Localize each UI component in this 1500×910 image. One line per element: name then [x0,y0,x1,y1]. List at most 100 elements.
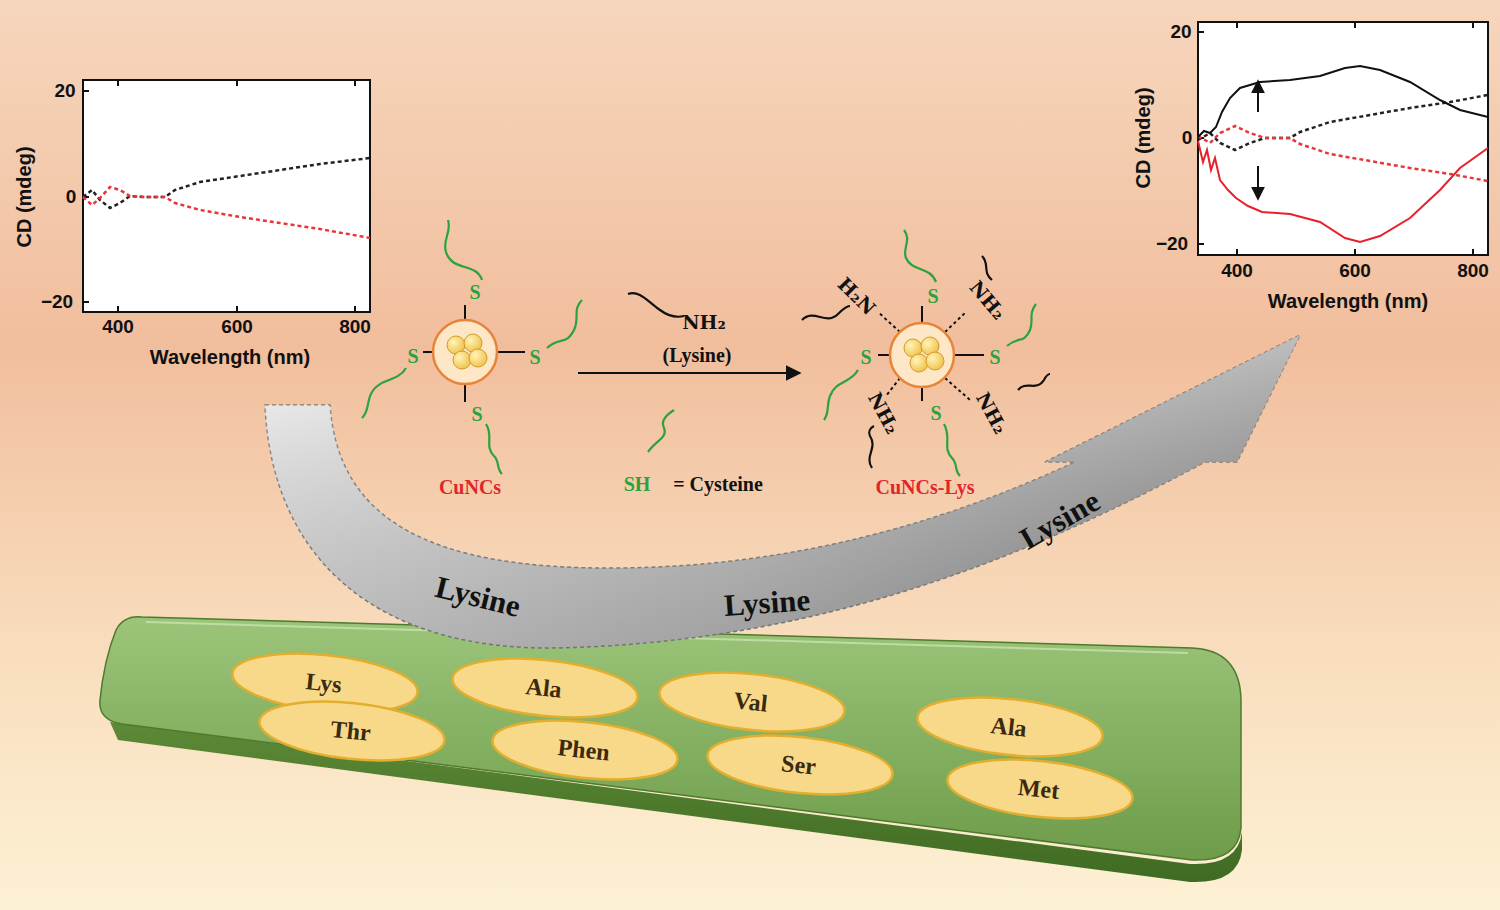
sulfur-label: S [529,346,540,369]
amino-acid-name: Val [732,687,768,717]
cd-chart-right [1198,66,1488,137]
amine-label: NH₂ [966,276,1011,324]
cd-chart-left [83,187,370,238]
axis-title: CD (mdeg) [1132,87,1155,188]
cu-nanocluster-lysine [1018,374,1050,390]
cu-nanocluster-lysine [1007,304,1036,346]
ellipse-outline [450,650,641,725]
cu-nanocluster-lysine [890,323,954,387]
sulfur-label: S [927,285,938,308]
ellipse-outline [705,727,896,802]
arrow-label: Lysine [1014,483,1107,557]
cu-nanocluster-lysine [910,354,928,372]
sulfur-label: S [860,346,871,369]
sulfur-label: S [471,403,482,426]
ellipse-outline [945,751,1136,826]
axis-tick: 20 [1170,21,1191,43]
cd-chart-right [1198,22,1473,255]
amino-acid-spot: Met [942,749,1137,829]
sulfur-label: S [407,345,418,368]
cd-chart-right [1198,126,1488,181]
cu-nanocluster-lysine [904,230,936,282]
cluster-name: CuNCs-Lys [876,476,975,499]
sensor-plate [100,617,1241,860]
axis-tick: −20 [1156,233,1188,255]
cu-nanocluster-lysine [944,424,960,476]
ligand-squiggles [628,293,684,317]
cu-nanocluster-lysine [878,306,984,401]
ellipse-outline [915,689,1106,764]
axis-tick: 600 [1339,260,1371,282]
cu-nanocluster-lysine [869,426,874,468]
cu-nanocluster-lysine [824,370,858,420]
amino-acid-name: Thr [329,715,372,746]
cu-nanocluster-left [486,424,502,474]
cd-chart-left [83,158,370,208]
ellipse-outline [257,693,448,768]
nanocluster-node: CuNCs-Lys [800,250,1050,505]
lysine-curved-arrow [265,335,1300,648]
cd-chart-right [1257,166,1259,198]
amine-label: NH₂ [972,389,1012,438]
cu-nanocluster-left [469,349,487,367]
cu-nanocluster-lysine [802,306,850,320]
sulfur-label: S [930,402,941,425]
axis-tick: 0 [66,186,77,208]
cd-chart-left [83,80,355,312]
amine-label: NH₂ [682,311,726,333]
axis-tick: 400 [102,316,134,338]
amino-acid-spot: Val [654,662,849,742]
cu-nanocluster-left [362,220,582,474]
reaction-arrow [578,372,800,374]
cd-chart-right [1257,82,1259,112]
axis-tick: 20 [54,80,75,102]
cu-nanocluster-lysine [878,312,970,400]
axis-tick: 800 [1457,260,1489,282]
cu-nanocluster-left [453,351,471,369]
amino-acid-spot: Ala [447,648,642,728]
arrow-label: Lysine [723,582,811,624]
cluster-name: CuNCs [439,476,501,499]
axis-tick: 0 [1182,127,1193,149]
cd-chart-left [83,80,370,312]
sensor-plate [100,617,1242,882]
cu-nanocluster-left [362,368,406,418]
cu-nanocluster-left [423,305,525,402]
axis-tick: 600 [221,316,253,338]
cd-chart-left [83,80,370,312]
amino-acid-spot: Ala [912,687,1107,767]
amine-label: H₂N [834,273,880,319]
ellipse-outline [657,664,848,739]
cu-nanocluster-lysine [802,230,1050,476]
cysteine-symbol: SH [624,473,651,496]
axis-tick: 800 [339,316,371,338]
amino-acid-spot: Ser [702,725,897,805]
axis-title: Wavelength (nm) [1268,290,1428,313]
amino-acid-name: Ala [989,712,1028,743]
amino-acid-name: Ser [780,750,817,780]
cu-nanocluster-lysine [926,352,944,370]
ellipse-outline [490,712,681,787]
cu-nanocluster-left [433,320,497,384]
cd-chart-right [1198,22,1488,255]
lysine-curved-arrow [265,335,1300,648]
amino-acid-name: Phen [556,734,611,766]
lysine-curved-arrow [265,335,1300,648]
arrow-label: Lysine [432,569,524,625]
cu-nanocluster-left [547,300,582,348]
amine-label: NH₂ [864,389,904,438]
ligand-squiggles [648,410,674,452]
amino-acid-name: Met [1017,773,1061,804]
amino-acid-name: Lys [304,668,343,699]
cu-nanocluster-left [445,220,482,280]
nanocluster-node: CuNCs [362,250,578,505]
amino-acid-spot: Thr [254,691,449,771]
amino-acid-name: Ala [524,673,563,704]
sulfur-label: S [989,346,1000,369]
reaction-label: (Lysine) [663,345,732,365]
cd-chart-right [1198,141,1488,242]
axis-title: Wavelength (nm) [150,346,310,369]
axis-tick: −20 [41,291,73,313]
